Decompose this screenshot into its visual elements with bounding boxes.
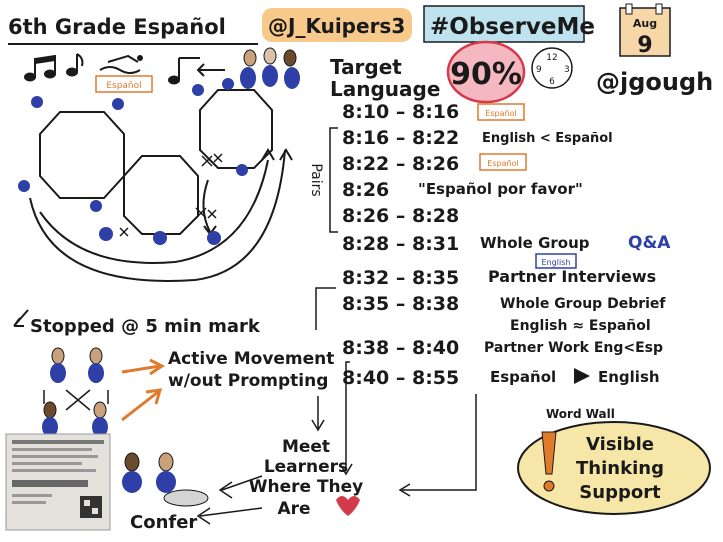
arrow-left-lower-icon [196,507,263,525]
heart-icon [336,496,360,516]
class-title: 6th Grade Español [8,15,226,39]
movement-arrow-1 [39,159,269,264]
schedule-time: 8:40 – 8:55 [342,367,459,389]
word-wall-label: Word Wall [546,407,615,421]
connector-meet [402,394,477,491]
arrow-right-icon [574,368,590,384]
schedule-time: 8:22 – 8:26 [342,153,459,175]
svg-text:Español: Español [485,109,516,118]
meet-line1: Meet [282,437,330,457]
schedule-activity: English ≈ Español [510,318,651,334]
qa-label: Q&A [628,233,671,253]
table-right [199,89,273,169]
schedule-activity: Partner Interviews [488,267,656,286]
schedule-time: 8:26 [342,179,389,201]
schedule-time: 8:32 – 8:35 [342,267,459,289]
language-label: Language [330,77,440,101]
date-card: Aug 9 [619,3,671,58]
teacher-handle: @J_Kuipers3 [268,14,405,38]
espanol-tag-top: Español [95,75,153,93]
arrow-down-icon [311,396,325,432]
swimmer-icon [99,54,143,74]
hashtag: #ObserveMe [430,14,595,40]
pairs-bracket: Pairs [308,127,338,233]
music-note-arrow-icon [168,57,225,85]
student-group-icon [240,47,300,89]
visible-thinking-oval [517,421,711,515]
movement-arrow-2 [29,149,286,282]
english-arrow-label: English [598,368,660,386]
meet-line4: Are [277,499,310,519]
svg-text:12: 12 [546,53,557,63]
stopped-label: Stopped @ 5 min mark [30,316,261,337]
schedule-time: 8:35 – 8:38 [342,293,459,315]
target-label: Target [330,55,402,79]
espanol-tag-row2: Español [479,153,527,171]
svg-text:Español: Español [487,159,518,168]
date-day: 9 [637,33,652,58]
hashtag-box [423,5,585,43]
schedule-time: 8:38 – 8:40 [342,337,459,359]
svg-text:9: 9 [536,65,542,75]
movement-arrow-3 [202,179,211,233]
svg-text:Español: Español [106,81,141,91]
arrow-orange-diagonal-icon [121,388,163,422]
schedule-time: 8:26 – 8:28 [342,205,459,227]
percent-badge [446,40,526,104]
student-circle-icon [42,347,109,437]
schedule-activity: Whole Group [480,234,590,252]
classroom-diagram [29,89,293,282]
arrow-orange-icon [121,358,165,376]
music-notes-icon [24,53,84,82]
handle-highlight [262,8,412,42]
swap-marks [119,153,223,237]
svg-text:English: English [542,258,571,267]
visible-line3: Support [579,482,661,503]
student-dots [18,78,248,245]
table-left [39,111,125,199]
schedule-time: 8:16 – 8:22 [342,127,459,149]
visible-line1: Visible [586,434,654,455]
schedule-time: 8:28 – 8:31 [342,233,459,255]
exclamation-icon [541,431,557,492]
active-movement-line2: w/out Prompting [168,371,328,391]
confer-label: Confer [130,512,197,533]
pairs-label: Pairs [308,163,324,196]
espanol-tag-row0: Español [477,103,525,121]
visible-line2: Thinking [576,458,664,479]
schedule-activity: Partner Work Eng<Esp [484,340,663,356]
target-percent: 90% [450,57,522,92]
confer-icon [122,452,209,507]
english-tag-qa: English [535,253,577,269]
svg-text:6: 6 [549,77,555,87]
clock-icon: 9 12 6 3 [531,47,573,89]
connector-down [345,361,350,470]
stopped-arrow-icon [13,309,29,327]
active-movement-line1: Active Movement [168,349,334,369]
meet-line3: Where They [249,477,364,497]
schedule-activity: Español [490,368,556,386]
schedule-time: 8:10 – 8:16 [342,101,459,123]
svg-text:3: 3 [564,65,570,75]
observe-me-card-image [5,433,111,531]
meet-line2: Learners [264,457,348,477]
table-center [123,155,199,235]
schedule-list: 8:10 – 8:16 Español 8:16 – 8:22 English … [342,101,671,389]
artist-handle: @jgough [596,68,713,96]
schedule-activity: "Español por favor" [418,180,583,198]
arrow-left-icon [218,475,263,499]
schedule-activity: Whole Group Debrief [500,296,666,312]
connector-line [315,287,336,330]
schedule-activity: English < Español [482,131,613,146]
date-month: Aug [633,17,657,30]
